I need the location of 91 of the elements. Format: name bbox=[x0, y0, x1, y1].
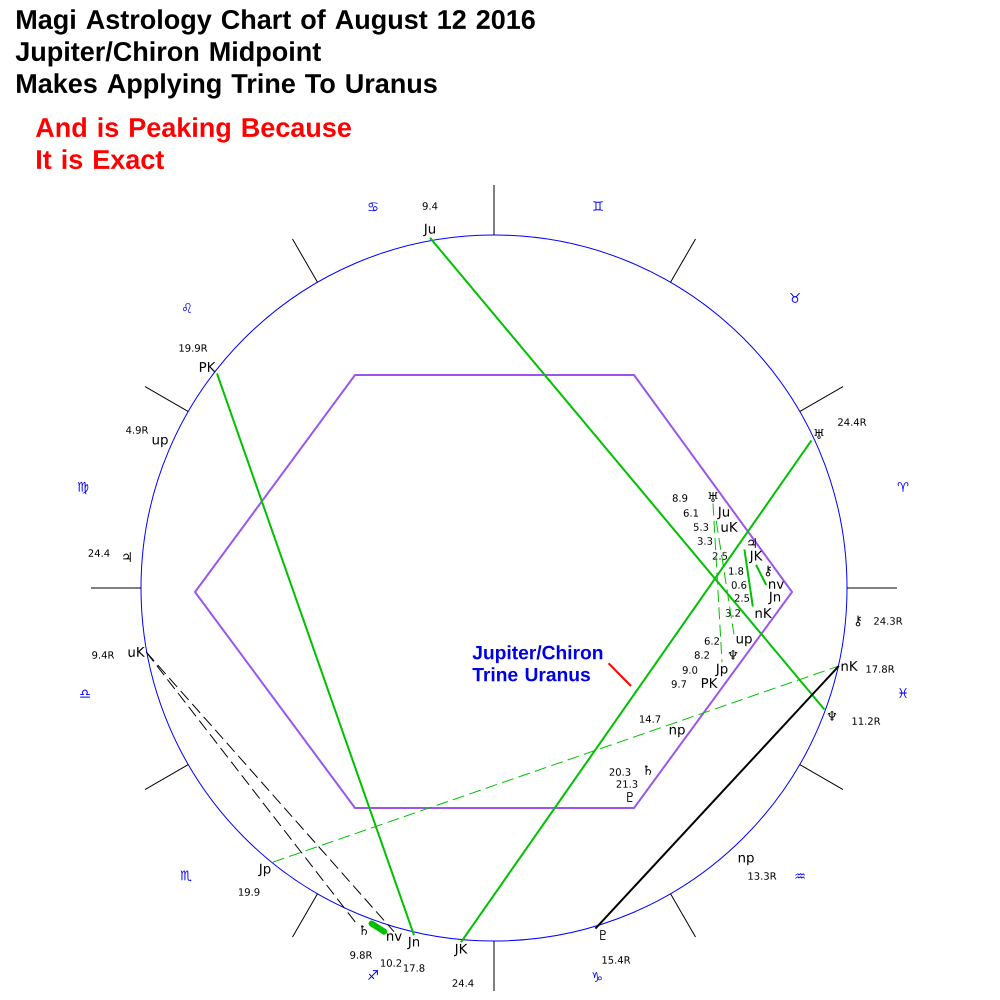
aspect-line bbox=[368, 920, 388, 935]
zodiac-sign: ♍ bbox=[78, 482, 88, 494]
planet-label: up bbox=[152, 436, 168, 448]
degree-label: 6.1 bbox=[684, 509, 698, 517]
degree-label: 14.7 bbox=[640, 715, 660, 723]
planet-label: Jn bbox=[407, 936, 420, 950]
aspect-line bbox=[712, 502, 722, 663]
aspect-line bbox=[272, 666, 840, 863]
aspect-line bbox=[716, 520, 734, 635]
degree-label: 21.3 bbox=[616, 780, 638, 788]
degree-label: 19.9R bbox=[180, 344, 208, 352]
planet-label: uK bbox=[128, 647, 145, 657]
planet-label: ♇ bbox=[627, 792, 633, 802]
degree-label: 15.4R bbox=[602, 956, 630, 964]
degree-label: 8.9 bbox=[672, 494, 688, 502]
degree-label: 24.3R bbox=[874, 617, 902, 625]
degree-label: 3.3 bbox=[698, 537, 712, 545]
planet-label: ♄ bbox=[644, 765, 652, 775]
degree-label: 11.2R bbox=[852, 717, 880, 725]
degree-label: 13.3R bbox=[748, 872, 776, 880]
zodiac-sign: ♎ bbox=[80, 690, 90, 698]
zodiac-sign: ♈ bbox=[898, 482, 908, 492]
degree-label: 24.4R bbox=[838, 418, 866, 426]
planet-label: np bbox=[670, 726, 685, 738]
zodiac-sign: ♉ bbox=[790, 293, 800, 303]
aspect-line bbox=[146, 652, 357, 924]
planet-label: Ju bbox=[717, 506, 729, 520]
degree-label: 1.8 bbox=[729, 567, 744, 575]
degree-label: 0.6 bbox=[732, 581, 746, 589]
planet-label: ♅ bbox=[708, 492, 718, 502]
degree-label: 2.5 bbox=[712, 552, 728, 560]
planet-label: np bbox=[738, 854, 754, 866]
planet-label: ⚷ bbox=[766, 566, 772, 576]
planet-label: Jn bbox=[768, 592, 780, 604]
aspect-line bbox=[755, 564, 768, 586]
planet-label: ♃ bbox=[748, 538, 756, 548]
planet-label: nv bbox=[769, 581, 784, 589]
degree-label: 24.4 bbox=[88, 549, 110, 557]
degree-label: 9.0 bbox=[682, 666, 698, 674]
planet-label: PK bbox=[200, 362, 216, 372]
degree-label: 24.4 bbox=[452, 979, 474, 987]
degree-label: 20.3 bbox=[610, 768, 630, 776]
planet-label: PK bbox=[702, 678, 718, 688]
leader-line bbox=[608, 662, 632, 687]
degree-label: 9.4 bbox=[422, 202, 438, 210]
planet-label: ♆ bbox=[828, 711, 836, 721]
planet-label: Jp bbox=[715, 664, 728, 676]
degree-label: 6.2 bbox=[704, 637, 719, 645]
planet-label: Ju bbox=[423, 224, 435, 236]
zodiac-sign: ♌ bbox=[182, 303, 192, 313]
planet-label: ♄ bbox=[360, 925, 368, 935]
planet-label: nK bbox=[756, 608, 772, 618]
planet-label: nv bbox=[387, 933, 402, 941]
title: Magi Astrology Chart of August 12 2016 Jupiter/Chiron Midpoint Makes Applying Trine To Uranus bbox=[16, 9, 535, 99]
aspect-line bbox=[216, 373, 415, 936]
zodiac-sign: ♓ bbox=[899, 688, 907, 698]
zodiac-sign: ♐ bbox=[368, 970, 378, 980]
degree-label: 10.2 bbox=[380, 959, 402, 967]
aspect-line bbox=[743, 549, 754, 607]
degree-label: 9.4R bbox=[92, 651, 114, 659]
planet-label: JK bbox=[748, 550, 763, 564]
planet-label: Jp bbox=[258, 864, 270, 876]
degree-label: 9.7 bbox=[672, 680, 686, 688]
degree-label: 9.8R bbox=[350, 951, 372, 959]
planet-label: JK bbox=[454, 944, 468, 956]
aspect-line bbox=[429, 237, 826, 710]
zodiac-sign: ♒ bbox=[795, 873, 805, 879]
degree-label: 19.9 bbox=[238, 888, 260, 896]
planet-label: ♃ bbox=[123, 552, 131, 562]
zodiac-sign: ♑ bbox=[592, 972, 602, 982]
planet-label: nK bbox=[842, 661, 858, 671]
planet-label: uK bbox=[722, 522, 738, 532]
degree-label: 5.3 bbox=[694, 523, 708, 531]
planet-label: up bbox=[736, 636, 752, 646]
annotation-text: Jupiter/Chiron Trine Uranus bbox=[472, 645, 602, 682]
degree-label: 2.5 bbox=[734, 594, 750, 602]
planet-label: ♅ bbox=[814, 429, 824, 439]
aspect-line bbox=[146, 652, 394, 932]
planet-label: ♇ bbox=[600, 930, 606, 940]
note-text: And is Peaking Because It is Exact bbox=[36, 117, 351, 170]
degree-label: 17.8R bbox=[866, 665, 894, 673]
planet-label: ♆ bbox=[728, 650, 738, 660]
planet-label: ⚷ bbox=[856, 616, 862, 626]
degree-label: 17.8 bbox=[404, 964, 424, 972]
degree-label: 4.9R bbox=[126, 426, 148, 434]
degree-label: 8.2 bbox=[694, 651, 709, 659]
zodiac-sign: ♊ bbox=[593, 201, 603, 211]
aspect-line bbox=[594, 665, 840, 930]
zodiac-sign: ♋ bbox=[368, 202, 378, 212]
zodiac-sign: ♏ bbox=[180, 870, 192, 882]
aspect-line bbox=[460, 440, 812, 943]
